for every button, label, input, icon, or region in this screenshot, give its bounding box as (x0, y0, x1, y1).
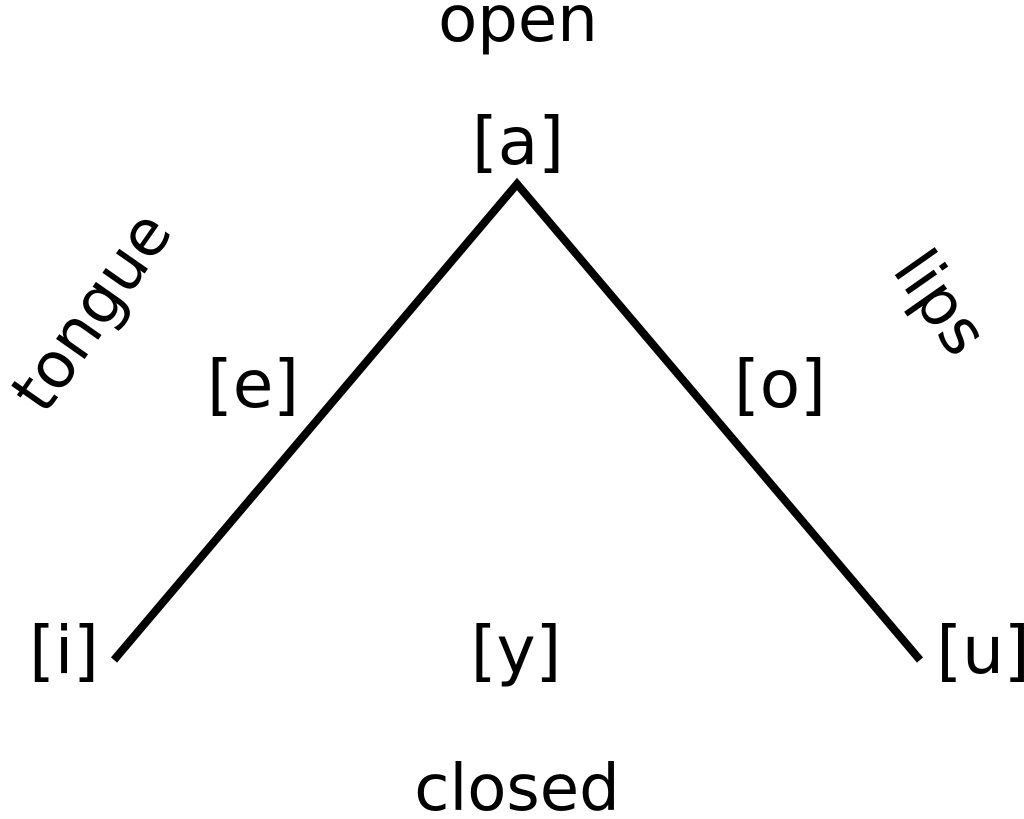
vowel-y-label: [y] (470, 612, 562, 689)
closed-label: closed (414, 752, 620, 819)
vowel-o-label: [o] (734, 346, 826, 423)
vowel-u-label: [u] (936, 612, 1024, 689)
open-label: open (438, 0, 598, 57)
vowel-a-label: [a] (472, 103, 564, 180)
tongue-lips-arc-line (110, 177, 924, 663)
vowel-e-label: [e] (206, 346, 300, 423)
vowel-i-label: [i] (29, 612, 99, 689)
